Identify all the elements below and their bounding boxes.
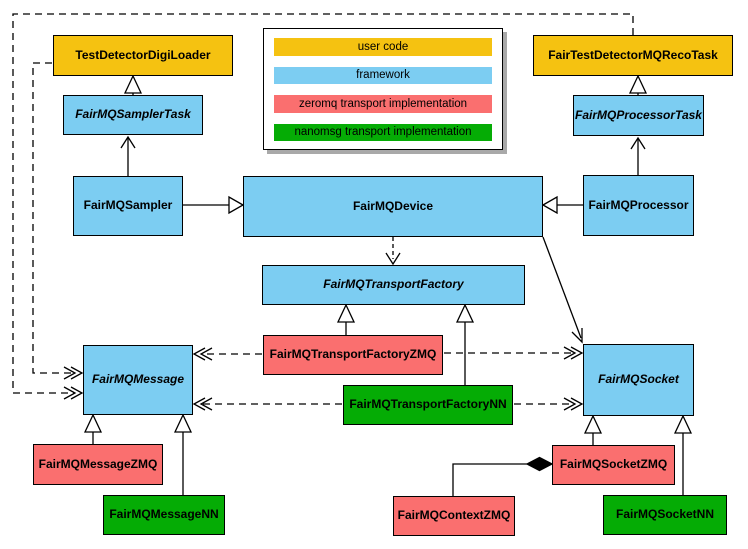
node-fairmqmessagenn: FairMQMessageNN (103, 495, 225, 535)
node-label: FairMQProcessorTask (575, 107, 702, 122)
edge-processor-to-processortask (630, 136, 646, 175)
edge-recotask-to-message-dashed (12, 13, 634, 400)
node-fairtestdetectormqrecotask: FairTestDetectorMQRecoTask (533, 35, 733, 76)
node-label: FairTestDetectorMQRecoTask (548, 47, 718, 62)
node-label: FairMQMessage (91, 372, 185, 387)
node-fairmqsocket: FairMQSocket (583, 344, 694, 416)
node-fairmqdevice: FairMQDevice (243, 176, 543, 237)
edge-contextzmq-to-socketzmq-composition (452, 456, 554, 496)
node-label: FairMQMessageZMQ (38, 456, 158, 471)
node-fairmqsocketzmq: FairMQSocketZMQ (552, 445, 675, 485)
node-testdetectordigiloader: TestDetectorDigiLoader (53, 35, 233, 76)
edge-sampler-to-device (183, 195, 245, 215)
node-fairmqmessagezmq: FairMQMessageZMQ (33, 444, 163, 485)
node-fairmqtransportfactoryzmq: FairMQTransportFactoryZMQ (263, 335, 443, 375)
node-fairmqprocessor: FairMQProcessor (583, 175, 694, 236)
legend-item-nanomsg: nanomsg transport implementation (274, 123, 492, 141)
node-label: FairMQContextZMQ (397, 508, 511, 523)
node-fairmqprocessortask: FairMQProcessorTask (573, 95, 704, 136)
node-label: FairMQDevice (352, 198, 434, 213)
node-fairmqsocketnn: FairMQSocketNN (603, 495, 727, 535)
legend-item-user-code: user code (274, 38, 492, 56)
edge-socketzmq-to-socket (583, 414, 603, 445)
edge-messagezmq-to-message (83, 413, 103, 444)
edge-samplertask-to-digiloader (123, 74, 143, 95)
node-label: FairMQTransportFactoryZMQ (269, 347, 437, 362)
edge-factoryzmq-to-socket-dashed (444, 346, 584, 360)
edge-socketnn-to-socket (673, 414, 693, 495)
node-label: FairMQProcessor (588, 197, 689, 212)
legend: user code framework zeromq transport imp… (263, 28, 503, 150)
node-label: FairMQTransportFactory (323, 277, 464, 292)
edge-processor-to-device (541, 195, 583, 215)
edge-factorynn-to-message-dashed (192, 397, 342, 411)
edge-factoryzmq-to-factory (336, 303, 356, 335)
legend-item-zeromq: zeromq transport implementation (274, 95, 492, 113)
node-fairmqsamplertask: FairMQSamplerTask (63, 95, 203, 135)
edge-device-to-socket (542, 236, 583, 344)
node-label: FairMQSocket (598, 372, 679, 387)
node-fairmqtransportfactorynn: FairMQTransportFactoryNN (343, 385, 513, 425)
edge-factoryzmq-to-message-dashed (192, 347, 262, 361)
edge-digiloader-to-message-dashed (32, 62, 84, 380)
node-fairmqtransportfactory: FairMQTransportFactory (262, 265, 525, 305)
node-label: FairMQSampler (83, 198, 173, 213)
edge-messagenn-to-message (173, 413, 193, 495)
legend-label: nanomsg transport implementation (294, 126, 472, 139)
edge-factorynn-to-factory (455, 303, 475, 385)
node-fairmqmessage: FairMQMessage (83, 345, 193, 415)
legend-item-framework: framework (274, 66, 492, 84)
legend-label: framework (356, 69, 410, 82)
node-label: TestDetectorDigiLoader (75, 47, 211, 62)
node-fairmqsampler: FairMQSampler (73, 176, 183, 236)
legend-label: user code (357, 40, 409, 53)
node-label: FairMQMessageNN (109, 507, 219, 522)
node-label: FairMQSocketZMQ (559, 457, 668, 472)
edge-sampler-to-samplertask (120, 135, 136, 176)
edge-device-to-transportfactory-dashed (385, 237, 401, 266)
node-label: FairMQSocketNN (615, 507, 715, 522)
node-label: FairMQTransportFactoryNN (349, 397, 507, 412)
edge-processortask-to-recotask (628, 74, 648, 95)
node-fairmqcontextzmq: FairMQContextZMQ (393, 496, 515, 536)
edge-factorynn-to-socket-dashed (514, 397, 584, 411)
legend-label: zeromq transport implementation (298, 97, 468, 110)
node-label: FairMQSamplerTask (75, 107, 191, 122)
